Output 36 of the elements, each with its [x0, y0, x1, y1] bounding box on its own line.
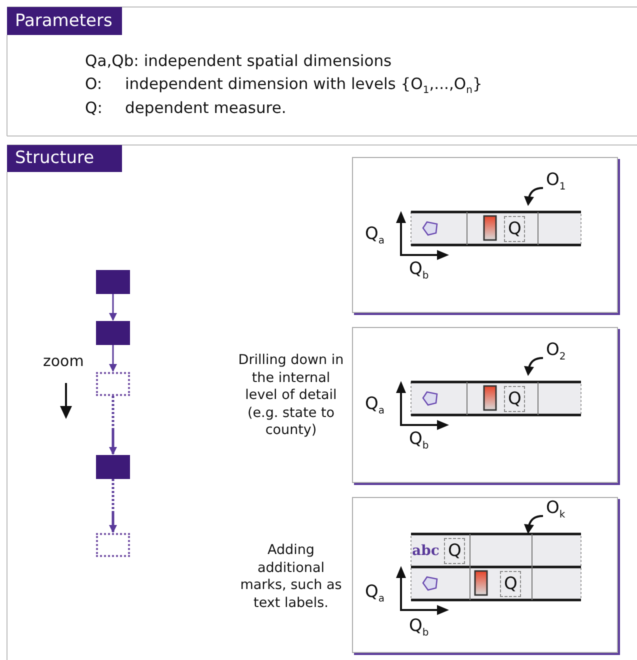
level-label: O$_{k}$: [546, 498, 566, 522]
section-header: Structure: [7, 145, 122, 172]
parameter-text: dependent measure.: [125, 99, 286, 117]
axis-label: Q$_{b}$: [409, 429, 429, 454]
parameter-text: independent dimension with levels {O$_{1}$,...,O$_{n}$}: [125, 75, 482, 96]
parameter-key: O:: [85, 75, 102, 93]
parameter-key: Q:: [85, 99, 102, 117]
axis-label: Q$_{b}$: [409, 616, 429, 640]
diagram-panel: [352, 497, 618, 653]
measure-label: Q: [444, 538, 466, 564]
measure-label: Q: [500, 571, 522, 597]
level-label: O$_{1}$: [546, 170, 566, 194]
text-mark: abc: [412, 542, 440, 561]
axis-label: Q$_{a}$: [365, 224, 385, 248]
arrow: [109, 396, 117, 455]
axis-label: Q$_{b}$: [409, 259, 429, 284]
zoom-label: zoom: [43, 352, 84, 370]
annotation-text: Drilling down in the internal level of detail (e.g. state to county): [237, 352, 345, 440]
arrow: [109, 345, 117, 372]
axis-label: Q$_{a}$: [365, 394, 385, 418]
filled-box: [96, 321, 130, 345]
dashed-box: [96, 533, 130, 557]
arrow: [109, 479, 117, 533]
level-label: O$_{2}$: [546, 340, 566, 364]
measure-label: Q: [504, 216, 526, 242]
filled-box: [96, 270, 130, 294]
annotation-text: Adding additional marks, such as text labels.: [239, 542, 343, 612]
diagram-panel: [352, 157, 618, 313]
parameter-text: Qa,Qb: independent spatial dimensions: [85, 52, 392, 70]
diagram-panel: [352, 327, 618, 483]
arrow: [109, 294, 117, 321]
dashed-box: [96, 372, 130, 396]
axis-label: Q$_{a}$: [365, 582, 385, 606]
section-header: Parameters: [7, 7, 122, 35]
filled-box: [96, 455, 130, 479]
measure-label: Q: [504, 386, 526, 412]
